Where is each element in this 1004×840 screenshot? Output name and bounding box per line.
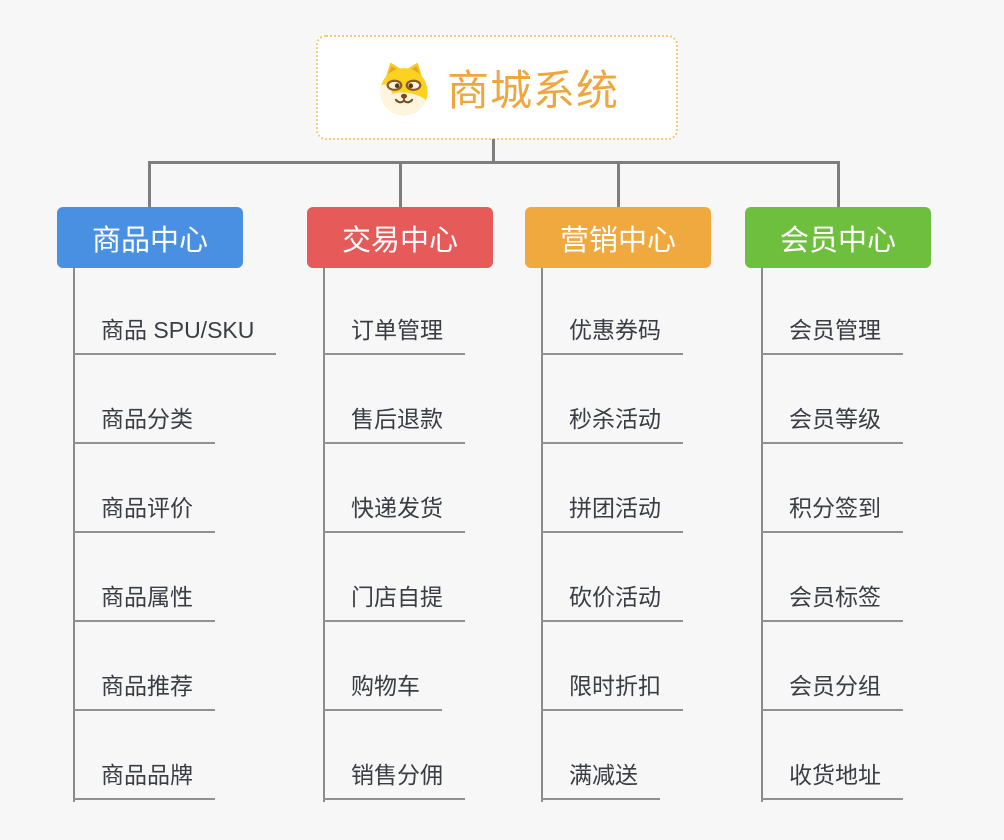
- mindmap-item[interactable]: 积分签到: [761, 444, 903, 533]
- mindmap-item-label: 砍价活动: [569, 584, 661, 610]
- mindmap-item[interactable]: 销售分佣: [323, 711, 465, 800]
- mindmap-item-label: 销售分佣: [351, 762, 443, 788]
- connector-drop: [148, 161, 151, 208]
- branch-items: 会员管理会员等级积分签到会员标签会员分组收货地址: [761, 266, 903, 800]
- connector-drop: [617, 161, 620, 208]
- mindmap-item-label: 商品分类: [101, 406, 193, 432]
- branch-trunk-line: [323, 268, 325, 802]
- mindmap-item[interactable]: 砍价活动: [541, 533, 683, 622]
- mindmap-item[interactable]: 收货地址: [761, 711, 903, 800]
- mindmap-item-label: 积分签到: [789, 495, 881, 521]
- branch-items: 订单管理售后退款快递发货门店自提购物车销售分佣: [323, 266, 465, 800]
- mindmap-item[interactable]: 商品品牌: [73, 711, 215, 800]
- doge-icon: [380, 62, 428, 115]
- mindmap-item-label: 会员标签: [789, 584, 881, 610]
- mindmap-item[interactable]: 秒杀活动: [541, 355, 683, 444]
- mindmap-item-label: 拼团活动: [569, 495, 661, 521]
- branch-marketing-center: 营销中心 优惠券码秒杀活动拼团活动砍价活动限时折扣满减送: [525, 207, 711, 802]
- branch-trunk-line: [761, 268, 763, 802]
- branch-items: 商品 SPU/SKU 商品分类商品评价商品属性商品推荐商品品牌: [73, 266, 277, 800]
- mindmap-item-label: 购物车: [351, 673, 420, 699]
- branch-label: 营销中心: [559, 224, 676, 257]
- mindmap-item[interactable]: 会员等级: [761, 355, 903, 444]
- mindmap-item-label: 会员等级: [789, 406, 881, 432]
- mindmap-item-label: 快递发货: [351, 495, 443, 521]
- branch-member-center: 会员中心 会员管理会员等级积分签到会员标签会员分组收货地址: [745, 207, 931, 802]
- branch-label: 交易中心: [341, 224, 458, 257]
- branch-header[interactable]: 会员中心: [745, 207, 931, 268]
- mindmap-item[interactable]: 售后退款: [323, 355, 465, 444]
- mindmap-item[interactable]: 商品属性: [73, 533, 215, 622]
- branch-header[interactable]: 商品中心: [57, 207, 243, 268]
- branch-trunk-line: [541, 268, 543, 802]
- mindmap-item[interactable]: 拼团活动: [541, 444, 683, 533]
- branch-trade-center: 交易中心 订单管理售后退款快递发货门店自提购物车销售分佣: [307, 207, 493, 802]
- mindmap-item[interactable]: 优惠券码: [541, 266, 683, 355]
- branch-label: 会员中心: [779, 224, 896, 257]
- mindmap-item-label: 商品 SPU/SKU: [101, 317, 255, 343]
- mindmap-item-label: 商品属性: [101, 584, 193, 610]
- mindmap-item[interactable]: 商品推荐: [73, 622, 215, 711]
- mindmap-item[interactable]: 商品 SPU/SKU: [73, 266, 277, 355]
- mindmap-item-label: 售后退款: [351, 406, 443, 432]
- root-node[interactable]: 商城系统: [316, 35, 678, 140]
- mindmap-item-label: 优惠券码: [569, 317, 661, 343]
- mindmap-item[interactable]: 会员管理: [761, 266, 903, 355]
- mindmap-item-label: 秒杀活动: [569, 406, 661, 432]
- root-title: 商城系统: [446, 67, 619, 114]
- mindmap-item[interactable]: 门店自提: [323, 533, 465, 622]
- mindmap-item-label: 商品品牌: [101, 762, 193, 788]
- mindmap-item-label: 会员管理: [789, 317, 881, 343]
- mindmap-item[interactable]: 商品评价: [73, 444, 215, 533]
- mindmap-item-label: 会员分组: [789, 673, 881, 699]
- connector-root-vertical: [492, 139, 495, 164]
- mindmap-item-label: 限时折扣: [569, 673, 661, 699]
- connector-horizontal: [148, 161, 840, 164]
- branch-trunk-line: [73, 268, 75, 802]
- mindmap-item[interactable]: 快递发货: [323, 444, 465, 533]
- connector-drop: [399, 161, 402, 208]
- branch-product-center: 商品中心 商品 SPU/SKU 商品分类商品评价商品属性商品推荐商品品牌: [57, 207, 277, 802]
- mindmap-item-label: 收货地址: [789, 762, 881, 788]
- branch-header[interactable]: 营销中心: [525, 207, 711, 268]
- mindmap-item[interactable]: 购物车: [323, 622, 442, 711]
- branch-label: 商品中心: [91, 224, 208, 257]
- mindmap-item-label: 订单管理: [351, 317, 443, 343]
- mindmap-item-label: 满减送: [569, 762, 638, 788]
- connector-drop: [837, 161, 840, 208]
- mindmap-item[interactable]: 订单管理: [323, 266, 465, 355]
- mindmap-item[interactable]: 会员分组: [761, 622, 903, 711]
- mindmap-item[interactable]: 满减送: [541, 711, 660, 800]
- branch-items: 优惠券码秒杀活动拼团活动砍价活动限时折扣满减送: [541, 266, 683, 800]
- mindmap-item-label: 商品推荐: [101, 673, 193, 699]
- branch-header[interactable]: 交易中心: [307, 207, 493, 268]
- mindmap-item-label: 门店自提: [351, 584, 443, 610]
- mindmap-item[interactable]: 会员标签: [761, 533, 903, 622]
- mindmap-item[interactable]: 限时折扣: [541, 622, 683, 711]
- mindmap-item-label: 商品评价: [101, 495, 193, 521]
- mindmap-item[interactable]: 商品分类: [73, 355, 215, 444]
